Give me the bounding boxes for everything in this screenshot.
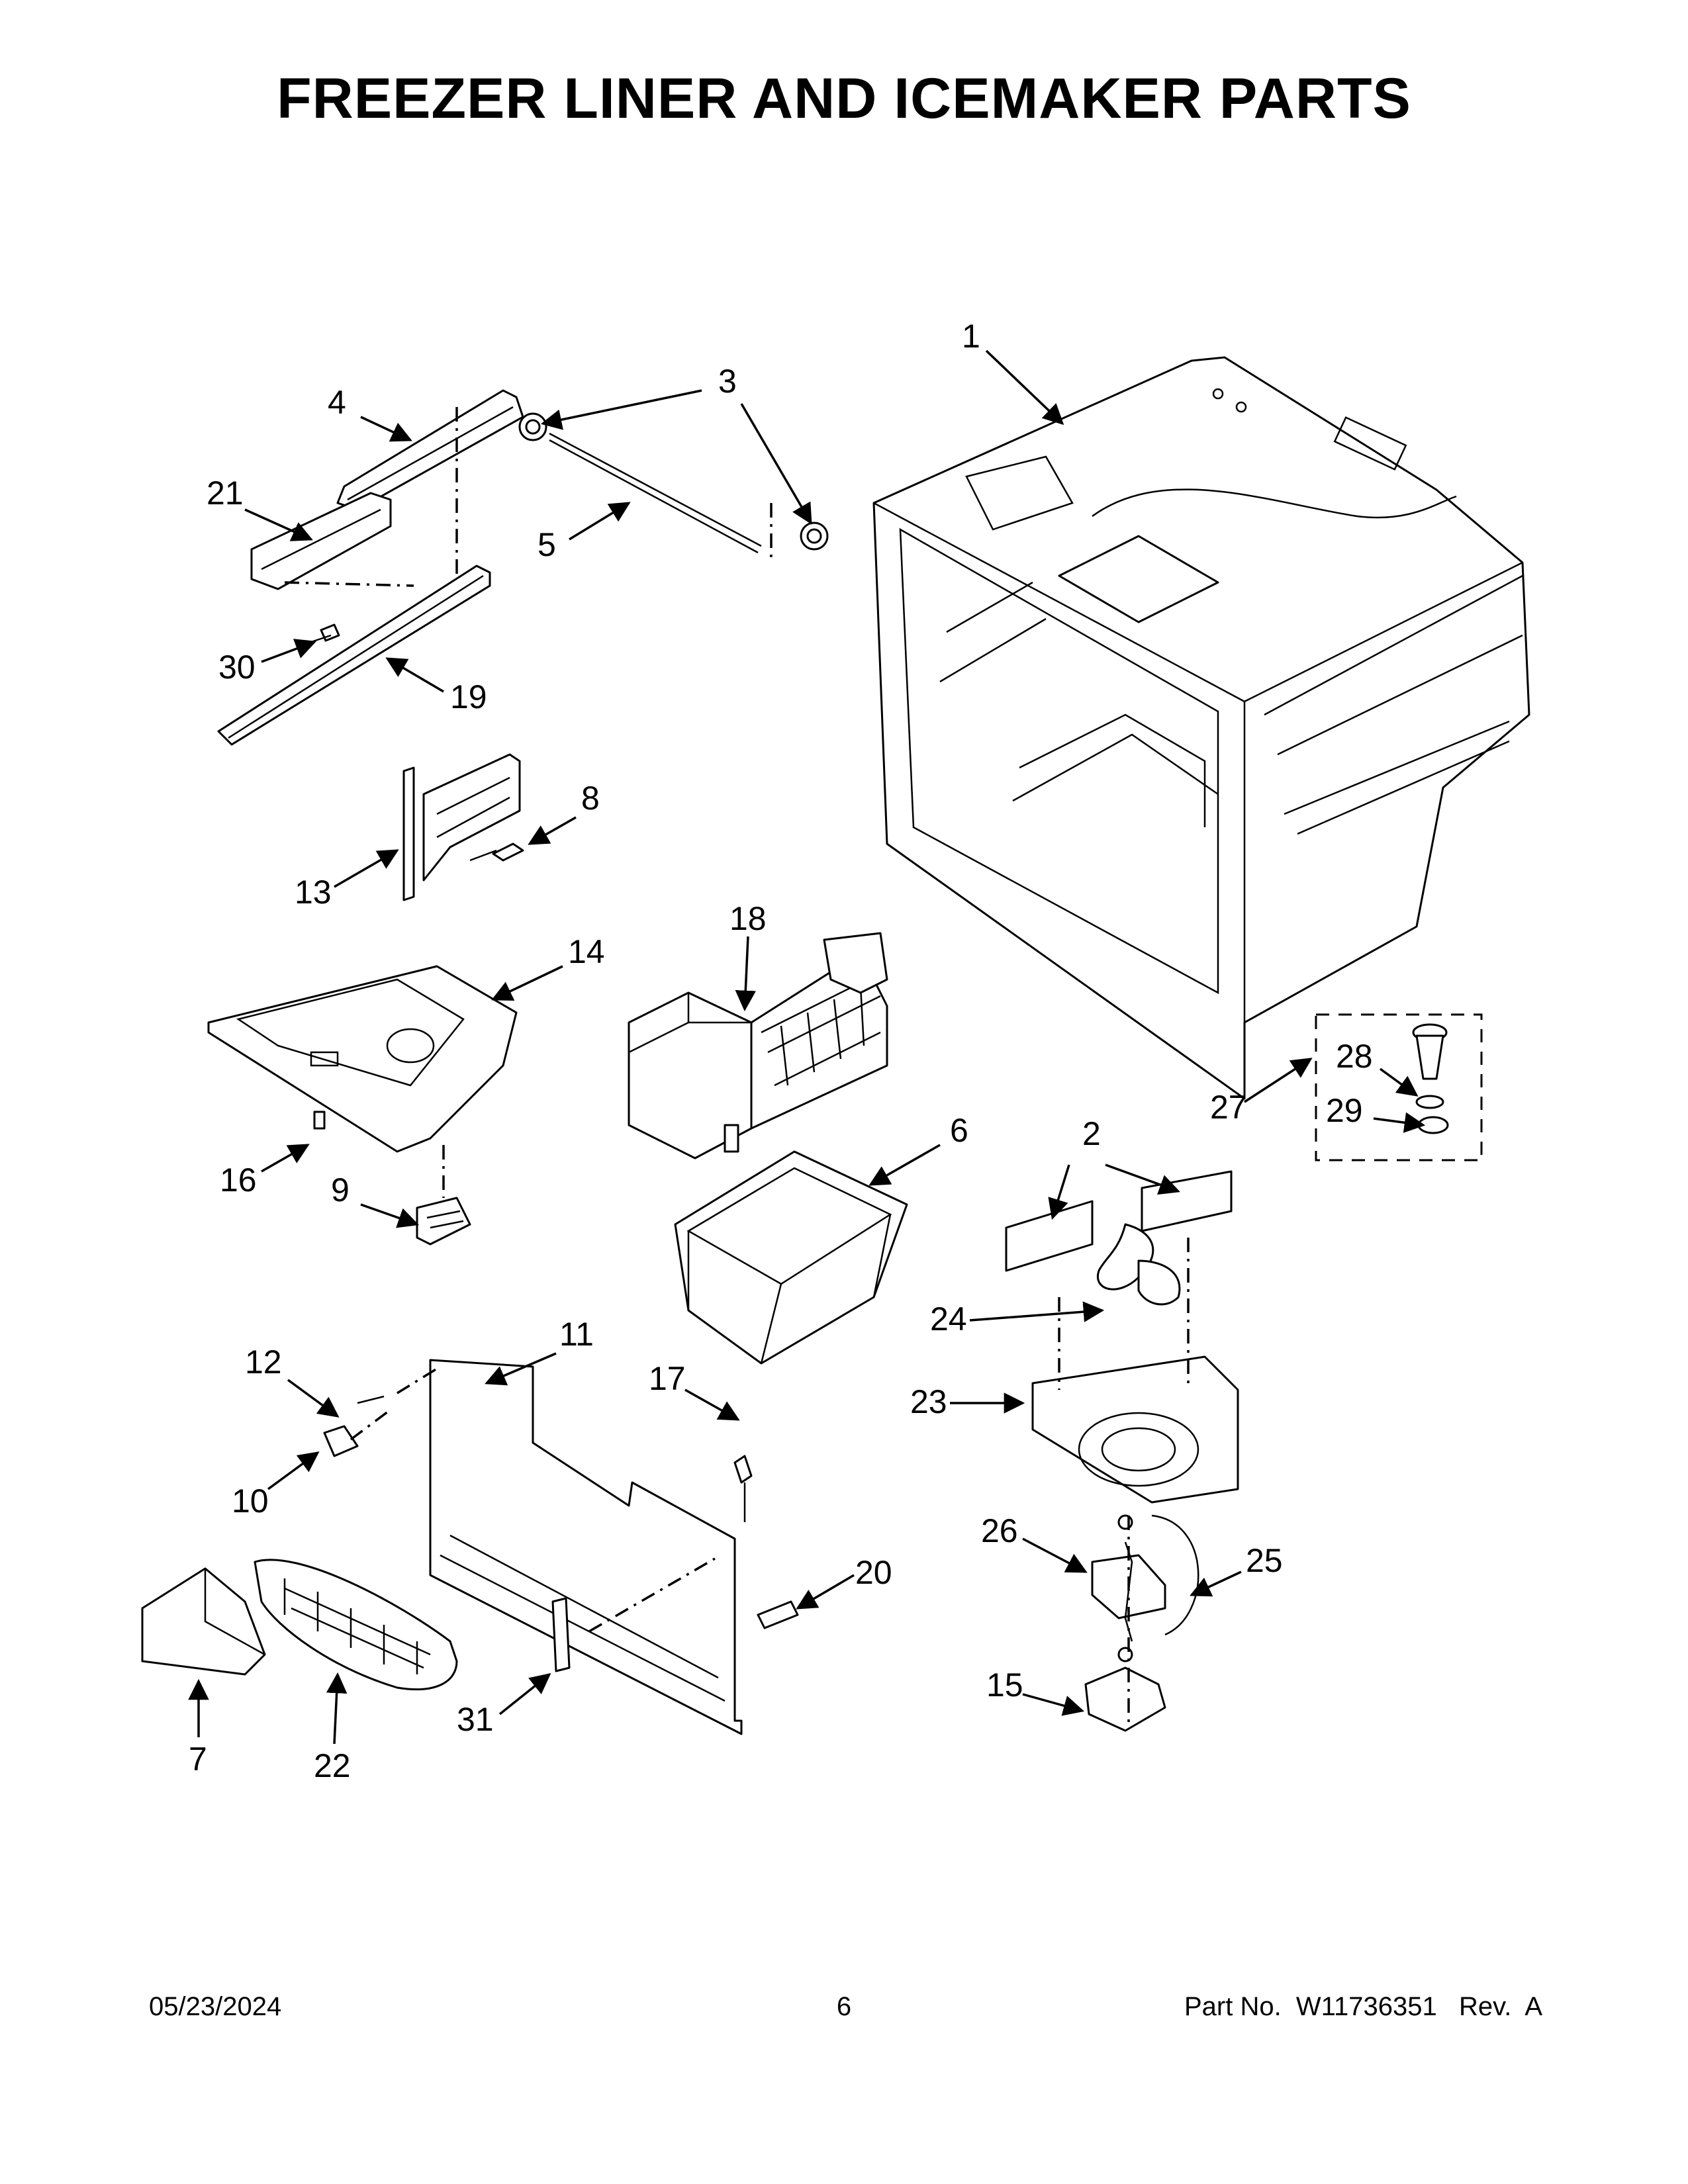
callout-10: 10 [232, 1482, 269, 1520]
callout-29: 29 [1326, 1092, 1363, 1129]
callout-2: 2 [1082, 1115, 1101, 1152]
callout-20: 20 [855, 1554, 892, 1591]
callout-24: 24 [930, 1300, 967, 1338]
callout-19: 19 [450, 678, 487, 715]
footer-part-number: Part No. W11736351 Rev. A [1184, 1992, 1542, 2021]
callout-5: 5 [538, 526, 556, 563]
callout-15: 15 [986, 1666, 1023, 1704]
callout-8: 8 [581, 780, 600, 817]
callout-6: 6 [950, 1112, 968, 1149]
icemaker-18 [628, 932, 888, 1160]
callout-23: 23 [910, 1383, 947, 1420]
fan-assembly [1005, 1170, 1239, 1732]
callout-1: 1 [962, 318, 980, 355]
callout-18: 18 [729, 900, 767, 937]
callout-30: 30 [218, 649, 256, 686]
callout-11: 11 [559, 1316, 594, 1353]
freezer-liner [872, 356, 1530, 1100]
rear-panel-11 [323, 1359, 799, 1735]
callout-27: 27 [1210, 1089, 1247, 1126]
callout-26: 26 [981, 1512, 1018, 1549]
footer-date: 05/23/2024 [149, 1992, 282, 2021]
fitting-kit-27 [1412, 1023, 1449, 1134]
ice-bucket-6 [674, 1150, 908, 1365]
callout-14: 14 [568, 933, 605, 970]
callout-17: 17 [649, 1360, 686, 1397]
callout-31: 31 [457, 1701, 494, 1738]
leader-arrows [188, 349, 1426, 1745]
grille-assembly [141, 1559, 458, 1691]
callout-25: 25 [1246, 1542, 1283, 1579]
callout-4: 4 [328, 384, 346, 421]
callout-labels: 1 2 3 4 5 6 7 8 9 10 11 12 13 14 15 16 1… [189, 318, 1373, 1784]
bin-tray-14 [207, 965, 518, 1246]
callout-28: 28 [1336, 1038, 1373, 1075]
callout-7: 7 [189, 1741, 207, 1778]
callout-12: 12 [245, 1343, 282, 1381]
bracket-13 [402, 753, 524, 901]
upper-rails-group [217, 389, 829, 746]
page-title: FREEZER LINER AND ICEMAKER PARTS [277, 67, 1411, 130]
callout-21: 21 [207, 475, 244, 512]
callout-22: 22 [314, 1747, 351, 1784]
footer-page-number: 6 [836, 1992, 852, 2021]
callout-13: 13 [295, 874, 332, 911]
callout-3: 3 [718, 363, 737, 400]
callout-9: 9 [331, 1171, 350, 1208]
callout-16: 16 [220, 1161, 257, 1199]
